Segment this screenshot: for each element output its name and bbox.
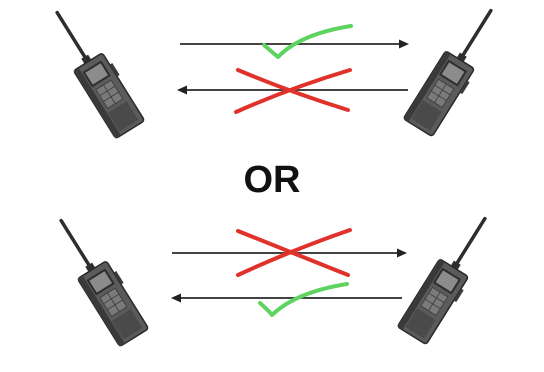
walkie-talkie-icon	[40, 0, 149, 141]
walkie-talkie-icon	[401, 0, 510, 140]
check-mark-icon	[262, 24, 353, 59]
arrow-icon	[180, 39, 409, 49]
walkie-talkie-icon	[395, 207, 504, 348]
check-mark-icon	[258, 282, 349, 317]
cross-mark-icon	[236, 228, 352, 277]
scenario-bottom	[44, 207, 504, 349]
cross-mark-icon	[234, 68, 352, 114]
arrow-icon	[171, 293, 402, 303]
arrow-icon	[177, 85, 408, 95]
walkie-talkie-icon	[44, 208, 153, 349]
scenario-top	[40, 0, 510, 141]
divider-label: OR	[244, 159, 301, 201]
